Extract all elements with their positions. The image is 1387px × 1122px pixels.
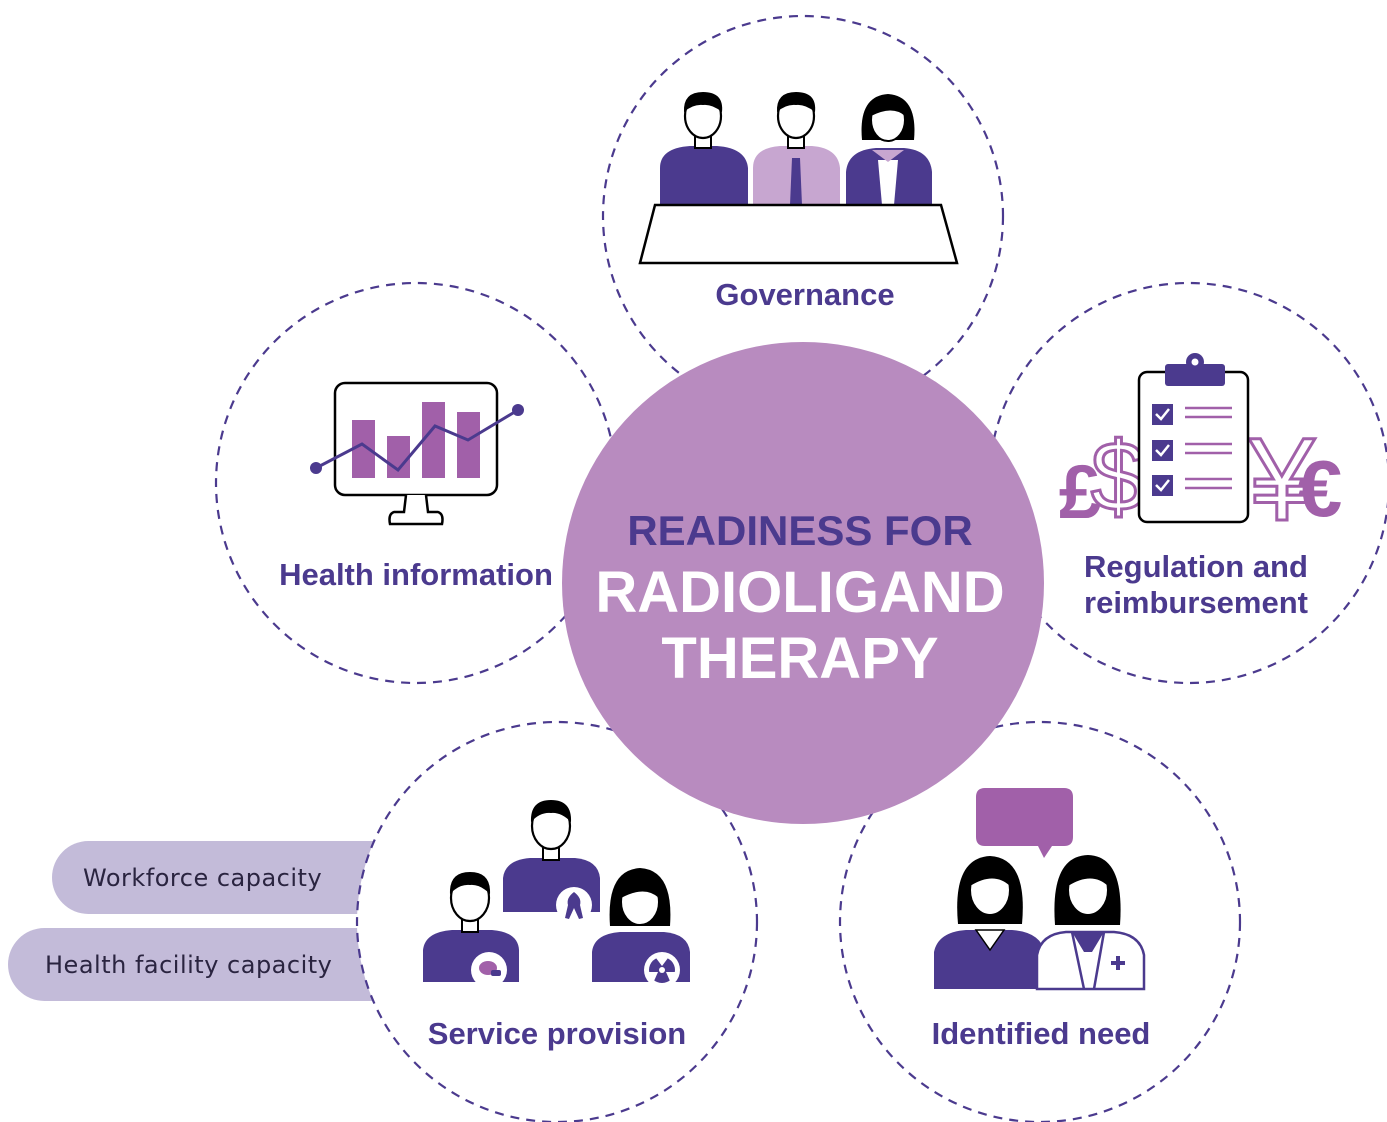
patient-doctor-icon <box>934 788 1146 991</box>
governance-label: Governance <box>715 277 894 312</box>
service-provision-circle <box>355 720 759 1122</box>
pound-symbol: £ <box>1059 450 1101 535</box>
center-title-line2: RADIOLIGAND <box>595 560 1004 625</box>
workforce-capacity-label: Workforce capacity <box>83 863 323 892</box>
health-facility-capacity-label: Health facility capacity <box>45 950 333 979</box>
identified-need-circle <box>838 720 1242 1122</box>
center-title-line3: THERAPY <box>661 626 938 691</box>
service-provision-label: Service provision <box>428 1016 686 1051</box>
clipboard-currency-icon: £ $ ¥ € <box>1059 353 1343 548</box>
identified-need-label: Identified need <box>932 1016 1151 1051</box>
center-title-line1: READINESS FOR <box>627 507 972 554</box>
workforce-capacity-pill: Workforce capacity <box>52 841 412 914</box>
monitor-chart-icon <box>310 381 524 526</box>
regulation-label-line1: Regulation and <box>1084 549 1308 584</box>
euro-symbol: € <box>1298 444 1343 533</box>
care-team-icon <box>423 800 690 988</box>
board-panel-icon <box>638 92 959 265</box>
health-facility-capacity-pill: Health facility capacity <box>8 928 408 1001</box>
regulation-label-line2: reimbursement <box>1084 585 1308 620</box>
center-circle <box>562 342 1044 824</box>
dollar-symbol: $ <box>1091 421 1146 531</box>
health-information-label: Health information <box>279 557 553 592</box>
yen-symbol: ¥ <box>1248 414 1315 546</box>
